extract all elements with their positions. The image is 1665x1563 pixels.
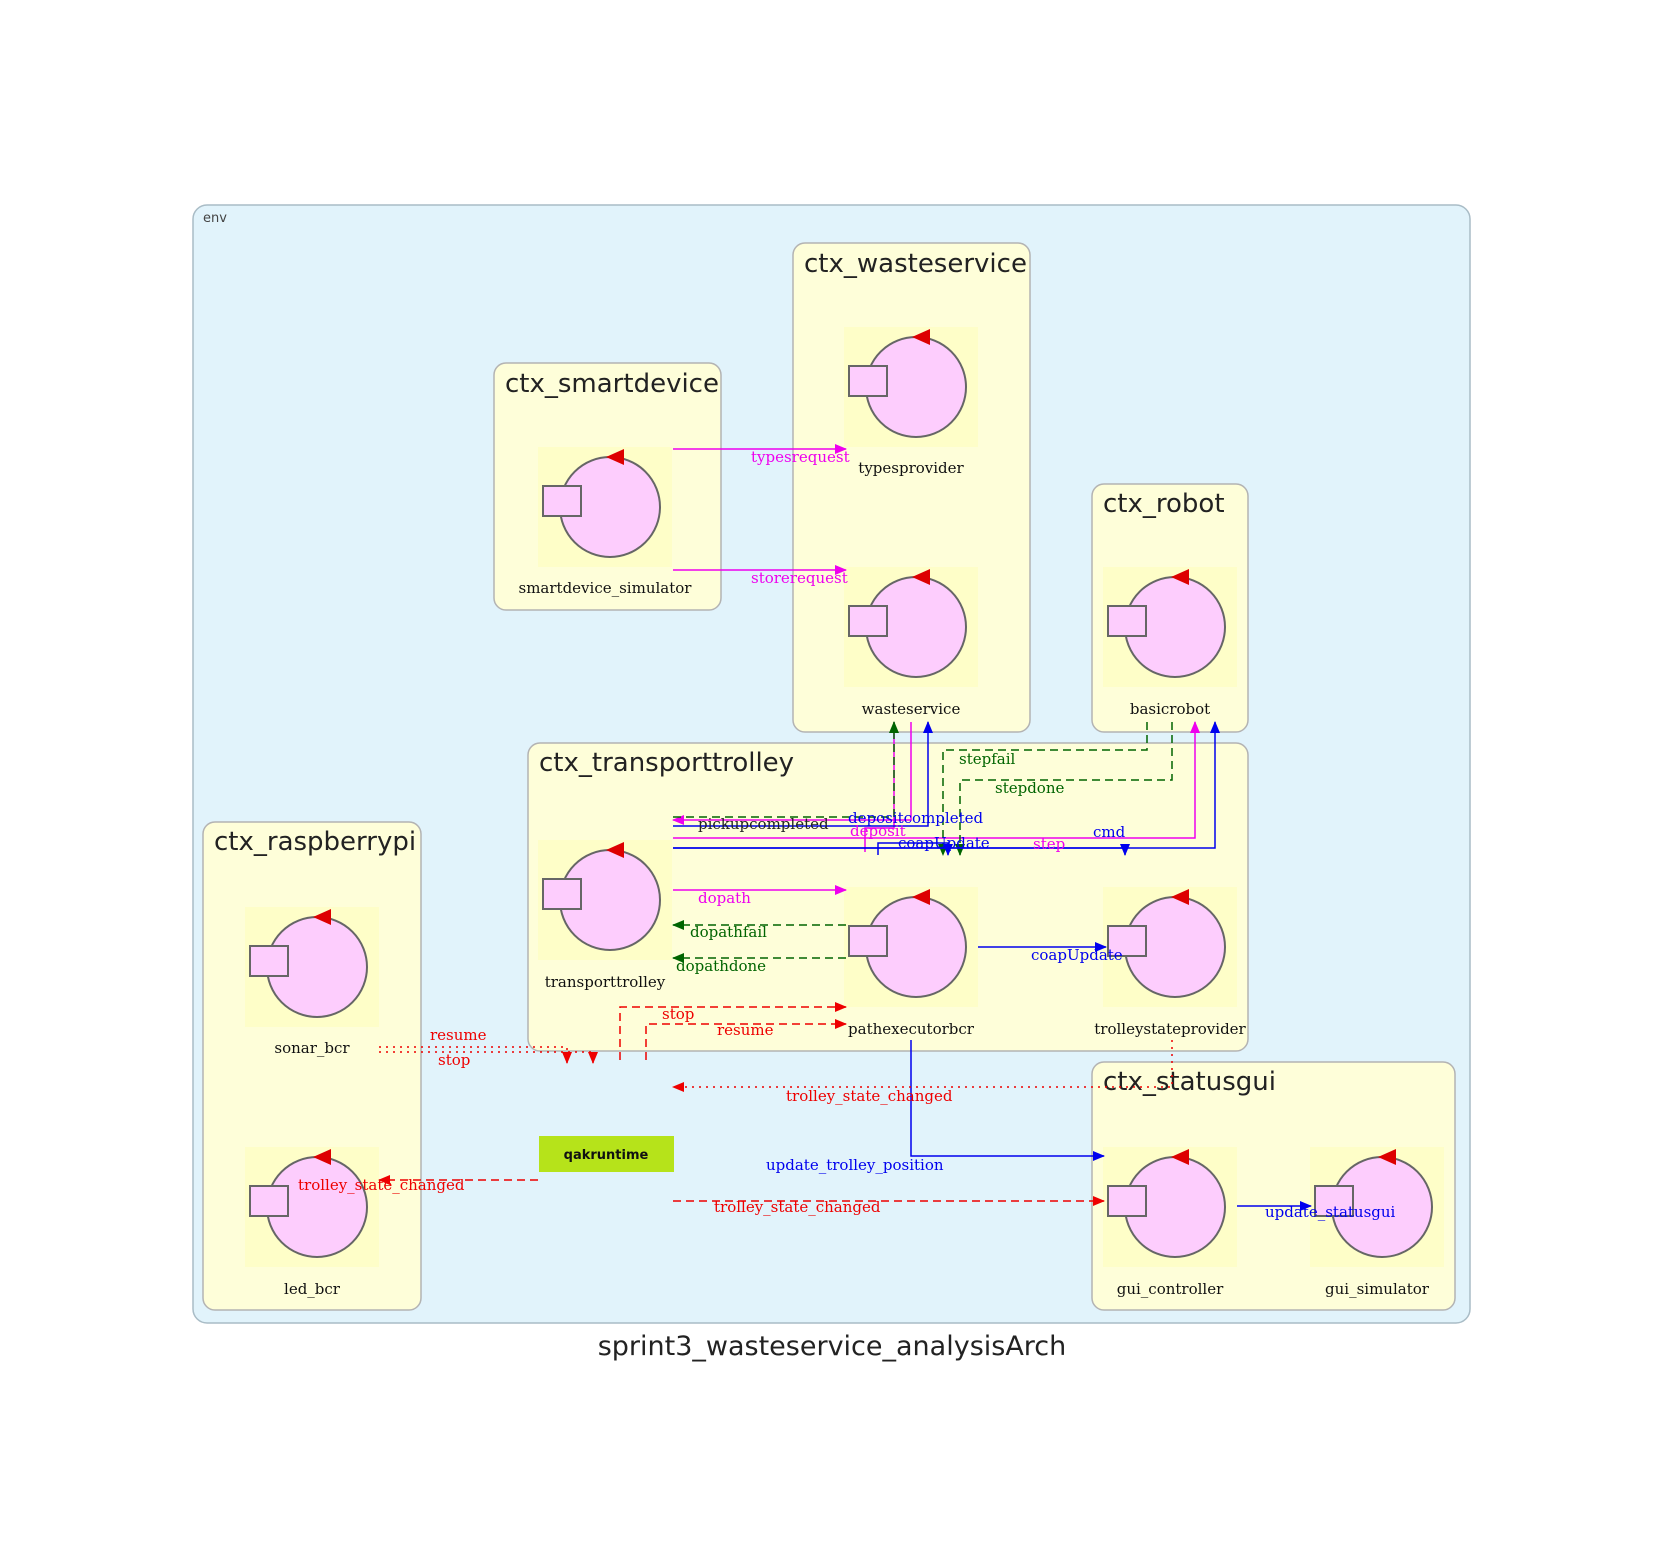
label-dopathfail: dopathfail [690, 923, 767, 941]
actor-sonar-bcr: sonar_bcr [245, 907, 379, 1057]
edges-events [378, 1002, 1173, 1206]
label-coapupdate-top: coapUpdate [898, 834, 990, 852]
ctx-statusgui-title: ctx_statusgui [1103, 1067, 1276, 1097]
actor-label: basicrobot [1130, 700, 1210, 718]
edge-resume-top [645, 1019, 847, 1060]
actor-icon [538, 447, 672, 567]
ctx-wasteservice-title: ctx_wasteservice [804, 249, 1027, 279]
edges-replies [672, 721, 1173, 963]
actor-label: gui_simulator [1325, 1280, 1430, 1298]
actor-label: led_bcr [284, 1280, 341, 1298]
edge-update-trolley-position [910, 1040, 1105, 1161]
edge-stepfail [938, 722, 1148, 856]
label-coapupdate-mid: coapUpdate [1031, 946, 1123, 964]
ctx-smartdevice-title: ctx_smartdevice [505, 369, 719, 399]
label-dopathdone: dopathdone [676, 957, 766, 975]
edge-stop-top [619, 1002, 847, 1060]
actor-icon [245, 1147, 379, 1267]
label-trolley-state-changed-1: trolley_state_changed [786, 1087, 953, 1105]
actor-smartdevice-simulator: smartdevice_simulator [519, 447, 693, 597]
actor-icon [844, 327, 978, 447]
label-dopath: dopath [698, 889, 751, 907]
env-label: env [203, 211, 227, 226]
edge-pickupcompleted-reply [673, 721, 899, 818]
actor-gui-simulator: gui_simulator [1310, 1147, 1444, 1298]
actor-gui-controller: gui_controller [1103, 1147, 1237, 1298]
actor-typesprovider: typesprovider [844, 327, 978, 477]
edge-stop-left [379, 1051, 598, 1064]
label-deposit: deposit [850, 822, 906, 840]
edge-pickupcompleted-request [672, 722, 912, 825]
label-trolley-state-changed-2: trolley_state_changed [298, 1176, 465, 1194]
actor-label: sonar_bcr [274, 1039, 350, 1057]
label-stop-left: stop [438, 1051, 470, 1069]
label-step: step [1033, 835, 1065, 853]
label-stop-top: stop [662, 1005, 694, 1023]
label-cmd: cmd [1093, 823, 1126, 841]
label-stepfail: stepfail [959, 750, 1015, 768]
actor-led-bcr: led_bcr [245, 1147, 379, 1298]
actor-label: smartdevice_simulator [519, 579, 693, 597]
label-update-trolley-position: update_trolley_position [766, 1156, 944, 1174]
label-depositcompleted: depositcompleted [848, 809, 983, 827]
qakruntime-node: qakruntime [539, 1136, 674, 1172]
edge-step-to-trolleystate [673, 844, 1130, 856]
label-resume-top: resume [717, 1021, 774, 1039]
actor-icon [538, 840, 672, 960]
actor-icon [844, 567, 978, 687]
edges-requests [672, 444, 1200, 895]
actor-label: trolleystateprovider [1094, 1020, 1246, 1038]
edge-stepdone [955, 722, 1173, 856]
actor-wasteservice: wasteservice [844, 567, 978, 718]
actor-icon [245, 907, 379, 1027]
actor-label: typesprovider [858, 459, 964, 477]
actor-trolleystateprovider: trolleystateprovider [1094, 887, 1247, 1038]
edge-depositcompleted [673, 721, 933, 827]
actor-label: wasteservice [862, 700, 961, 718]
ctx-robot-title: ctx_robot [1103, 489, 1225, 519]
label-typesrequest: typesrequest [751, 448, 850, 466]
label-storerequest: storerequest [751, 569, 848, 587]
label-update-statusgui: update_statusgui [1265, 1203, 1396, 1221]
edges-dispatches [673, 721, 1312, 1211]
actor-label: pathexecutorbcr [848, 1020, 975, 1038]
ctx-transporttrolley-title: ctx_transporttrolley [539, 748, 794, 778]
actor-icon [1103, 567, 1237, 687]
ctx-raspberrypi-title: ctx_raspberrypi [214, 827, 416, 857]
actor-label: gui_controller [1117, 1280, 1224, 1298]
actor-basicrobot: basicrobot [1103, 567, 1237, 718]
label-stepdone: stepdone [995, 779, 1064, 797]
edge-coapupdate-top [877, 842, 953, 856]
actor-icon [1103, 1147, 1237, 1267]
edge-labels: typesrequest storerequest stepfail stepd… [298, 448, 1396, 1221]
edge-step [673, 721, 1200, 839]
label-trolley-state-changed-3: trolley_state_changed [714, 1198, 881, 1216]
label-pickupcompleted: pickupcompleted [698, 815, 829, 833]
edge-trolley-state-changed-1 [672, 1040, 1173, 1092]
qakruntime-label: qakruntime [564, 1148, 649, 1163]
actor-label: transporttrolley [545, 973, 666, 991]
actor-transporttrolley: transporttrolley [538, 840, 672, 991]
actor-icon [844, 887, 978, 1007]
diagram-title: sprint3_wasteservice_analysisArch [598, 1331, 1067, 1362]
label-resume-left: resume [430, 1026, 487, 1044]
actor-pathexecutorbcr: pathexecutorbcr [844, 887, 978, 1038]
actor-icon [1103, 887, 1237, 1007]
